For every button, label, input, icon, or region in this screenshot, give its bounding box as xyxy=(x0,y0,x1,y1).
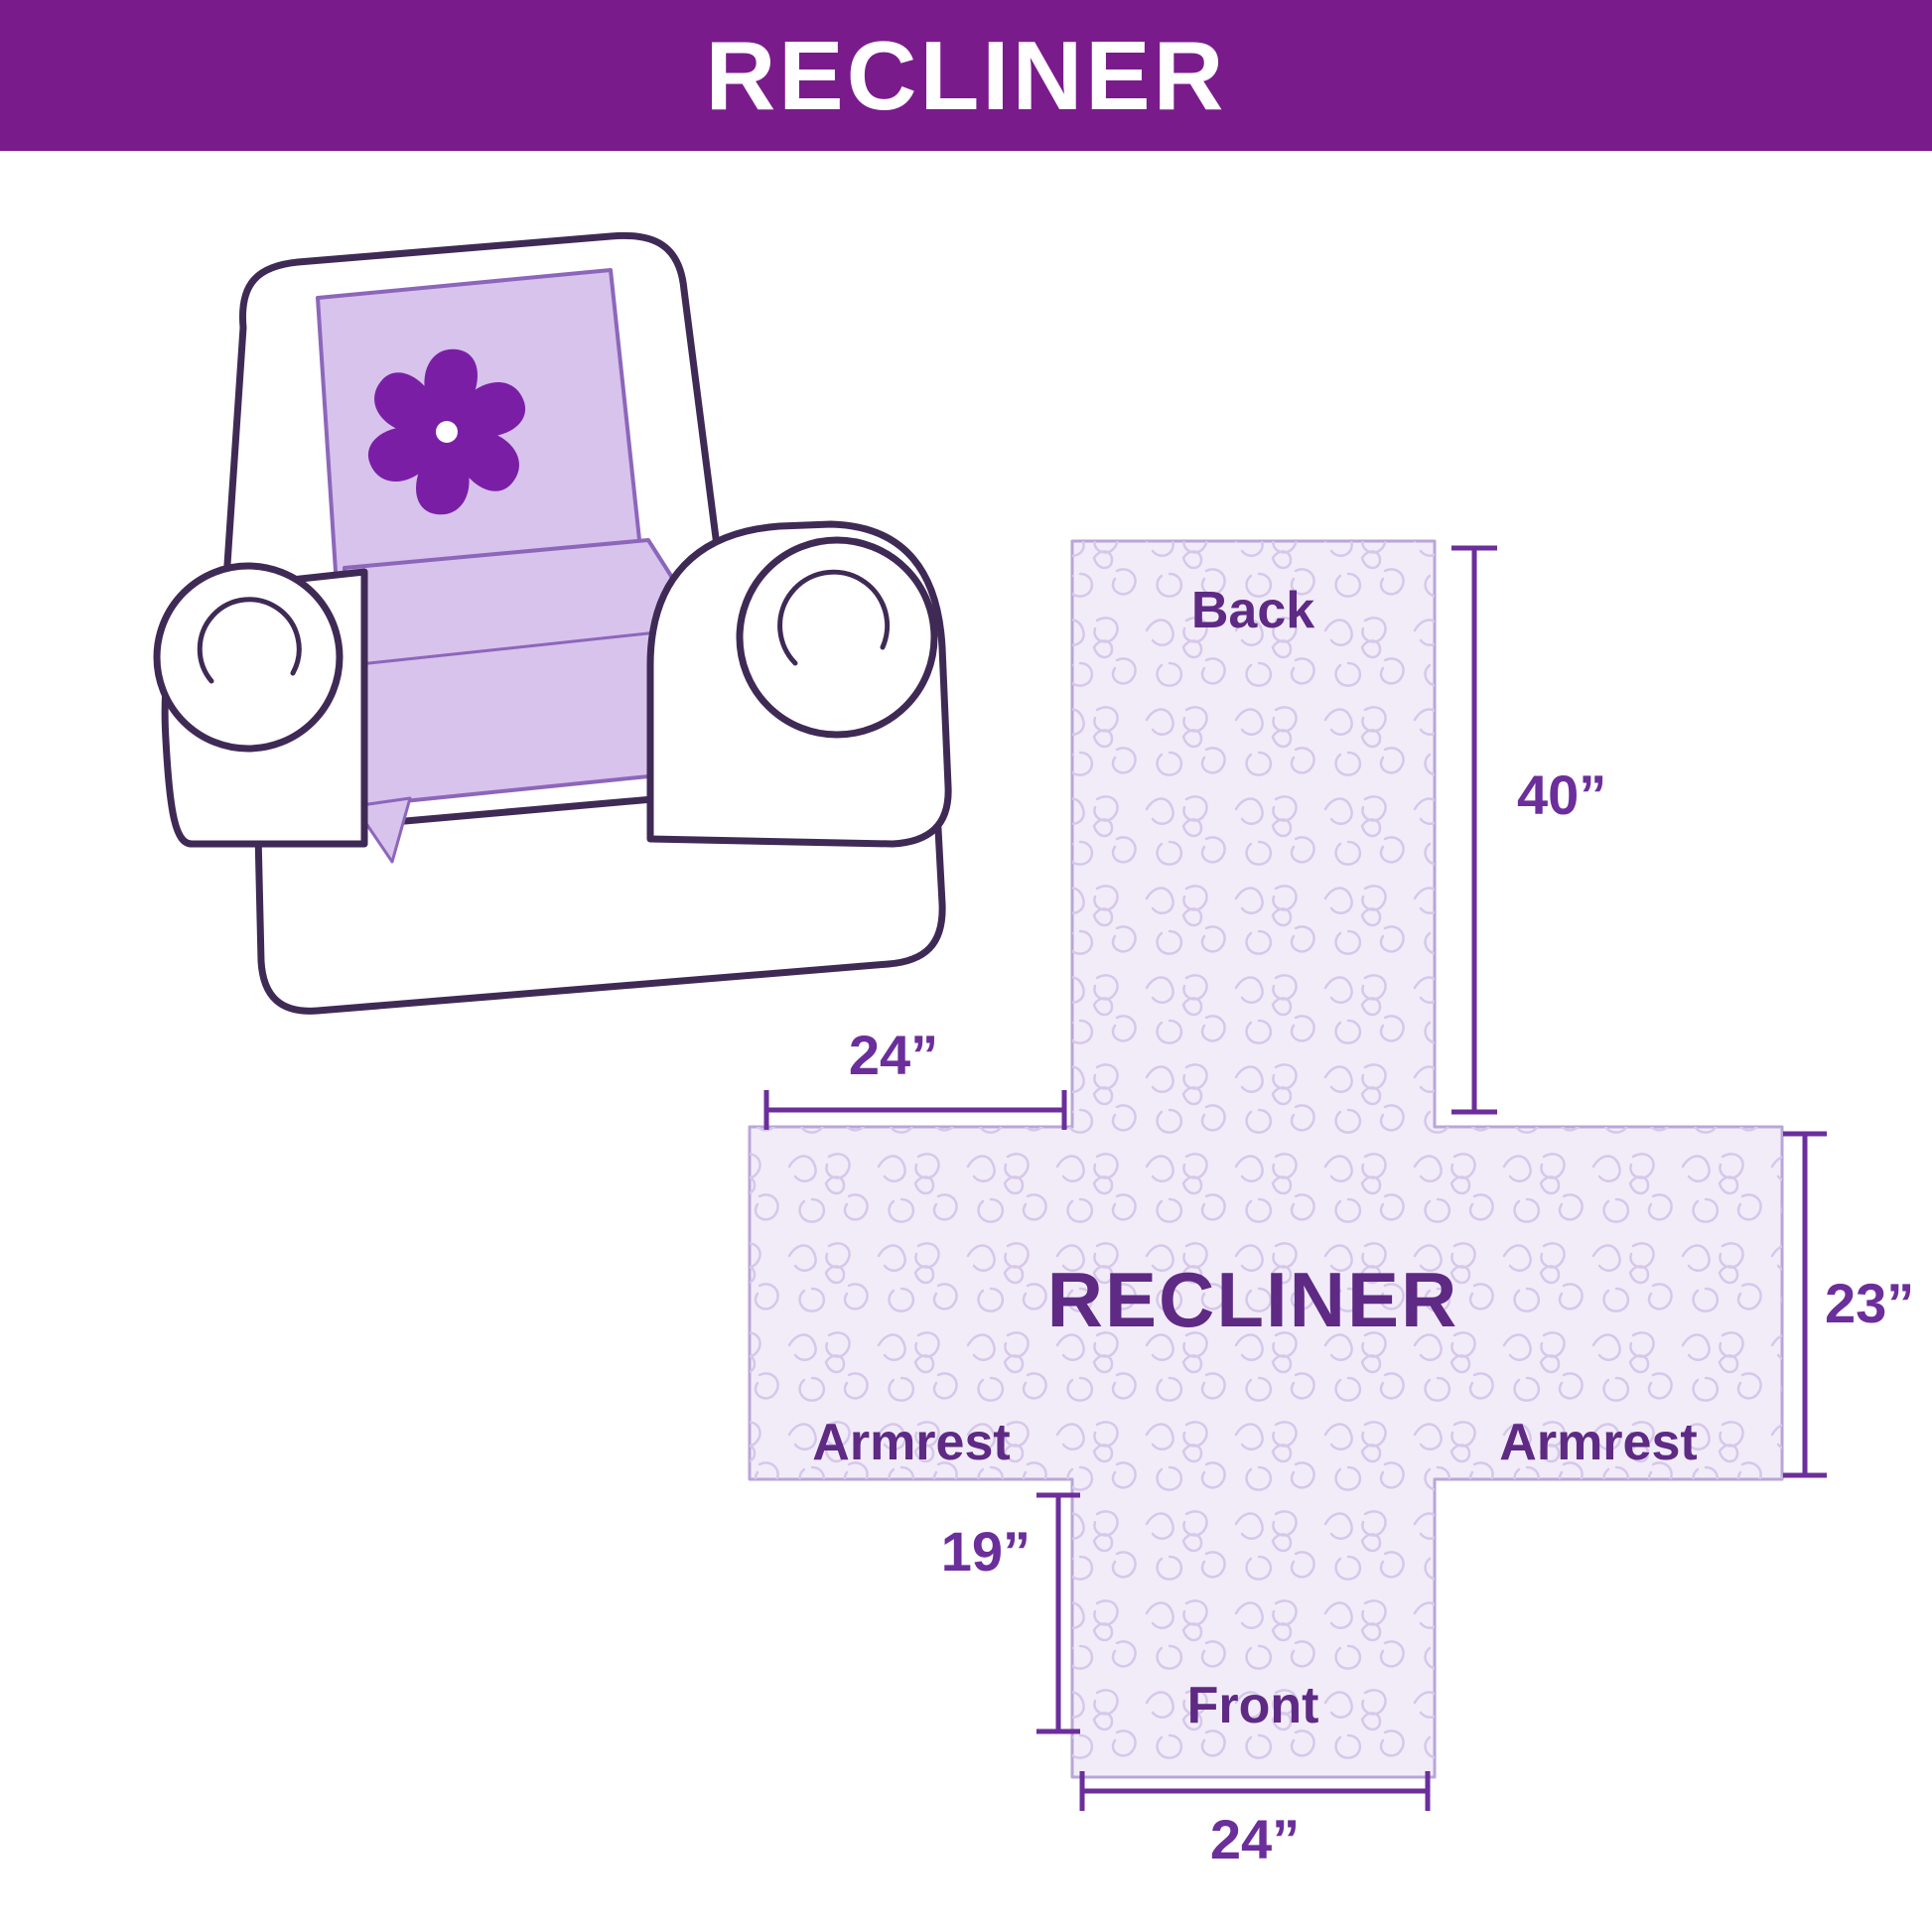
chair-cover-drape xyxy=(352,796,412,864)
chair-left-arm-roll xyxy=(153,562,344,753)
dimension-front-height: 19” xyxy=(941,1492,1080,1734)
dimension-back-height-label: 40” xyxy=(1517,763,1606,826)
page-title: RECLINER xyxy=(705,20,1227,130)
recliner-chair-illustration xyxy=(153,231,952,1015)
chair-outline-group xyxy=(153,231,952,1015)
header-banner: RECLINER xyxy=(0,0,1932,151)
cover-layout-diagram: Back RECLINER Armrest Armrest Front 40” … xyxy=(748,539,1914,1870)
dimension-armrest-height-label: 23” xyxy=(1825,1272,1914,1334)
chair-left-arm-roll-line xyxy=(197,597,302,684)
label-armrest-left: Armrest xyxy=(812,1414,1010,1471)
dimension-front-width: 24” xyxy=(1079,1771,1431,1870)
dimension-armrest-top-width: 24” xyxy=(763,1024,1067,1130)
label-center-recliner: RECLINER xyxy=(1047,1256,1459,1343)
dimension-armrest-height: 23” xyxy=(1783,1131,1914,1478)
chair-seat-front-edge xyxy=(348,625,706,667)
label-back: Back xyxy=(1191,582,1314,639)
dimension-armrest-top-width-label: 24” xyxy=(849,1024,938,1086)
dimension-back-height: 40” xyxy=(1451,545,1606,1115)
cover-cross-texture xyxy=(750,541,1782,1777)
chair-right-arm-roll-line xyxy=(777,569,891,666)
dimension-front-width-label: 24” xyxy=(1210,1808,1300,1870)
dimension-front-height-label: 19” xyxy=(941,1520,1031,1583)
label-armrest-right: Armrest xyxy=(1499,1414,1697,1471)
chair-right-arm-roll xyxy=(736,536,938,739)
label-front: Front xyxy=(1187,1677,1319,1734)
pinwheel-logo-icon xyxy=(367,348,526,515)
